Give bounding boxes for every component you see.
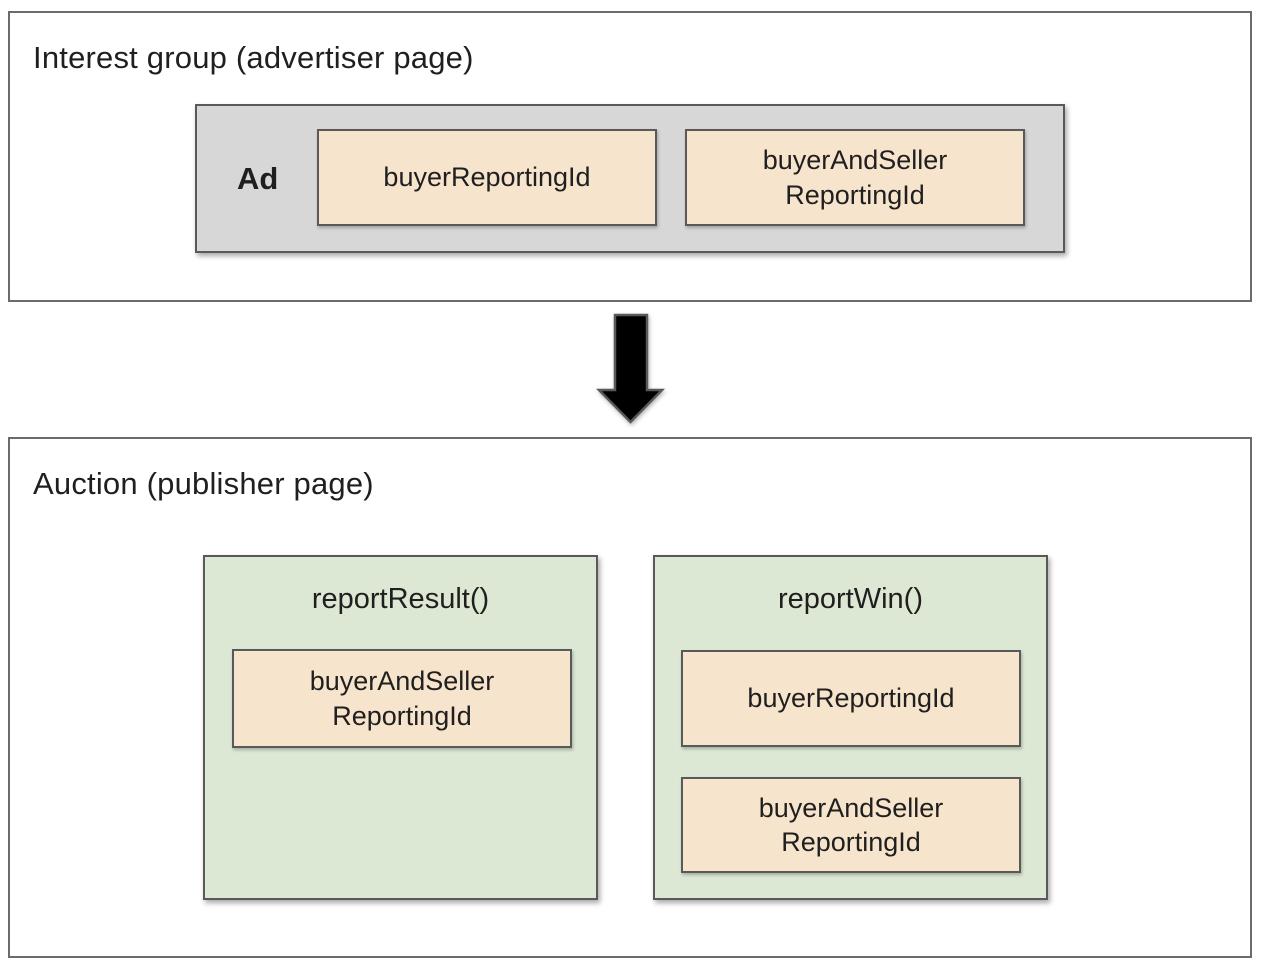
interest-group-panel: Interest group (advertiser page) Ad buye… [8, 11, 1252, 302]
auction-title: Auction (publisher page) [33, 466, 374, 501]
report-result-box: reportResult() buyerAndSeller ReportingI… [203, 555, 598, 900]
report-result-title: reportResult() [311, 583, 490, 615]
field-buyer-and-seller-reporting-id: buyerAndSeller ReportingId [681, 777, 1021, 873]
field-buyer-and-seller-reporting-id: buyerAndSeller ReportingId [685, 129, 1025, 226]
ad-box: Ad buyerReportingId buyerAndSeller Repor… [195, 104, 1065, 253]
report-win-title: reportWin() [777, 583, 923, 615]
ad-label: Ad [237, 160, 279, 196]
field-buyer-reporting-id: buyerReportingId [317, 129, 657, 226]
down-arrow-icon [596, 313, 665, 424]
auction-panel: Auction (publisher page) reportResult() … [8, 437, 1252, 958]
field-buyer-reporting-id: buyerReportingId [681, 650, 1021, 747]
report-win-box: reportWin() buyerReportingId buyerAndSel… [653, 555, 1048, 900]
interest-group-title: Interest group (advertiser page) [33, 40, 474, 75]
field-buyer-and-seller-reporting-id: buyerAndSeller ReportingId [232, 649, 572, 748]
